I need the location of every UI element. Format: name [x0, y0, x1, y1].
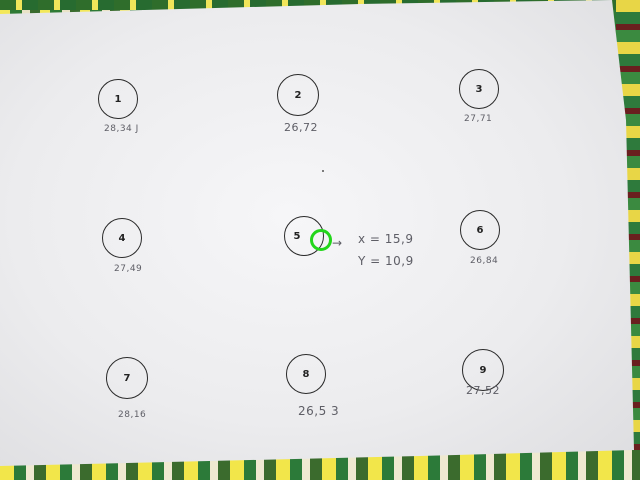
coordinate-y: Y = 10,9: [358, 254, 414, 268]
target-reading-1: 28,34 J: [104, 124, 139, 134]
target-reading-6: 26,84: [470, 256, 499, 266]
hit-marker: [310, 229, 332, 251]
target-reading-9: 27,52: [466, 384, 500, 397]
target-reading-4: 27,49: [114, 264, 143, 274]
target-number: 1: [114, 93, 122, 105]
target-number: 6: [476, 224, 484, 236]
target-reading-2: 26,72: [284, 121, 318, 134]
paper-speck: [322, 170, 324, 172]
target-number: 3: [475, 83, 483, 95]
target-number: 7: [123, 372, 131, 384]
target-number: 2: [294, 89, 302, 101]
target-circle-1: 1: [98, 79, 138, 119]
coordinate-x: x = 15,9: [358, 232, 414, 246]
target-number: 9: [479, 364, 487, 376]
target-reading-8: 26,5 3: [298, 404, 340, 418]
target-circle-9: 9: [462, 349, 504, 391]
target-number: 4: [118, 232, 126, 244]
target-number: 5: [293, 230, 301, 242]
target-circle-2: 2: [277, 74, 319, 116]
arrow-mark: →: [332, 236, 343, 250]
target-reading-7: 28,16: [118, 410, 147, 420]
target-number: 8: [302, 368, 310, 380]
target-circle-4: 4: [102, 218, 142, 258]
target-circle-8: 8: [286, 354, 326, 394]
fabric-top-edge: [0, 0, 640, 10]
target-circle-6: 6: [460, 210, 500, 250]
target-circle-3: 3: [459, 69, 499, 109]
target-circle-7: 7: [106, 357, 148, 399]
target-reading-3: 27,71: [464, 114, 493, 124]
